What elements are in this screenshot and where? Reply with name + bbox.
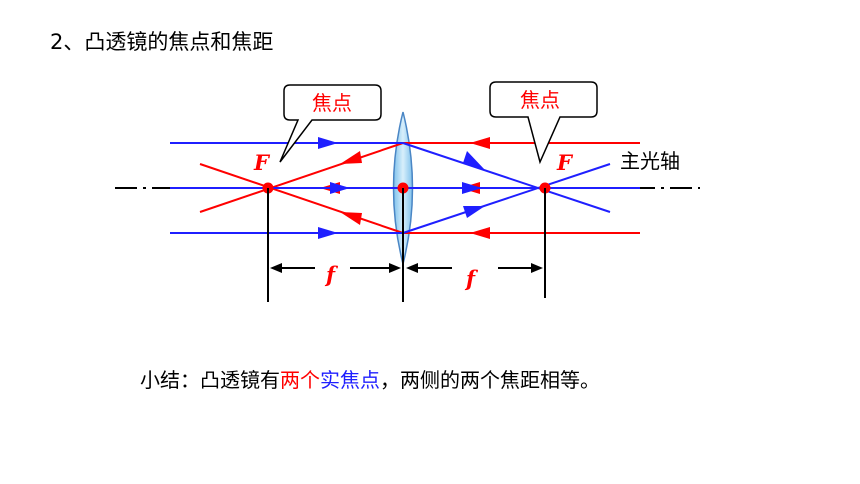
focal-length-arrows <box>270 263 543 273</box>
blue-arrowheads <box>318 137 485 239</box>
blue-ray-group <box>170 142 640 234</box>
callout-right <box>489 81 598 165</box>
summary-part-4: ，两侧的两个焦距相等。 <box>380 368 600 392</box>
callout-left <box>279 84 382 163</box>
callout-right-label: 焦点 <box>520 88 560 112</box>
summary-part-1: 小结：凸透镜有 <box>140 368 280 392</box>
summary-text: 小结：凸透镜有两个实焦点，两侧的两个焦距相等。 <box>140 364 600 393</box>
summary-highlight-real-focus: 实焦点 <box>320 368 380 392</box>
principal-axis-label: 主光轴 <box>620 149 680 173</box>
focus-left-label: F <box>253 150 271 175</box>
focus-right-label: F <box>556 150 574 175</box>
summary-highlight-two: 两个 <box>280 368 320 392</box>
focal-length-markers <box>267 188 546 302</box>
focal-length-right-label: f <box>464 266 479 291</box>
focal-length-left-label: f <box>324 262 339 287</box>
slide-title: 2、凸透镜的焦点和焦距 <box>50 30 274 54</box>
callout-left-label: 焦点 <box>312 91 352 115</box>
